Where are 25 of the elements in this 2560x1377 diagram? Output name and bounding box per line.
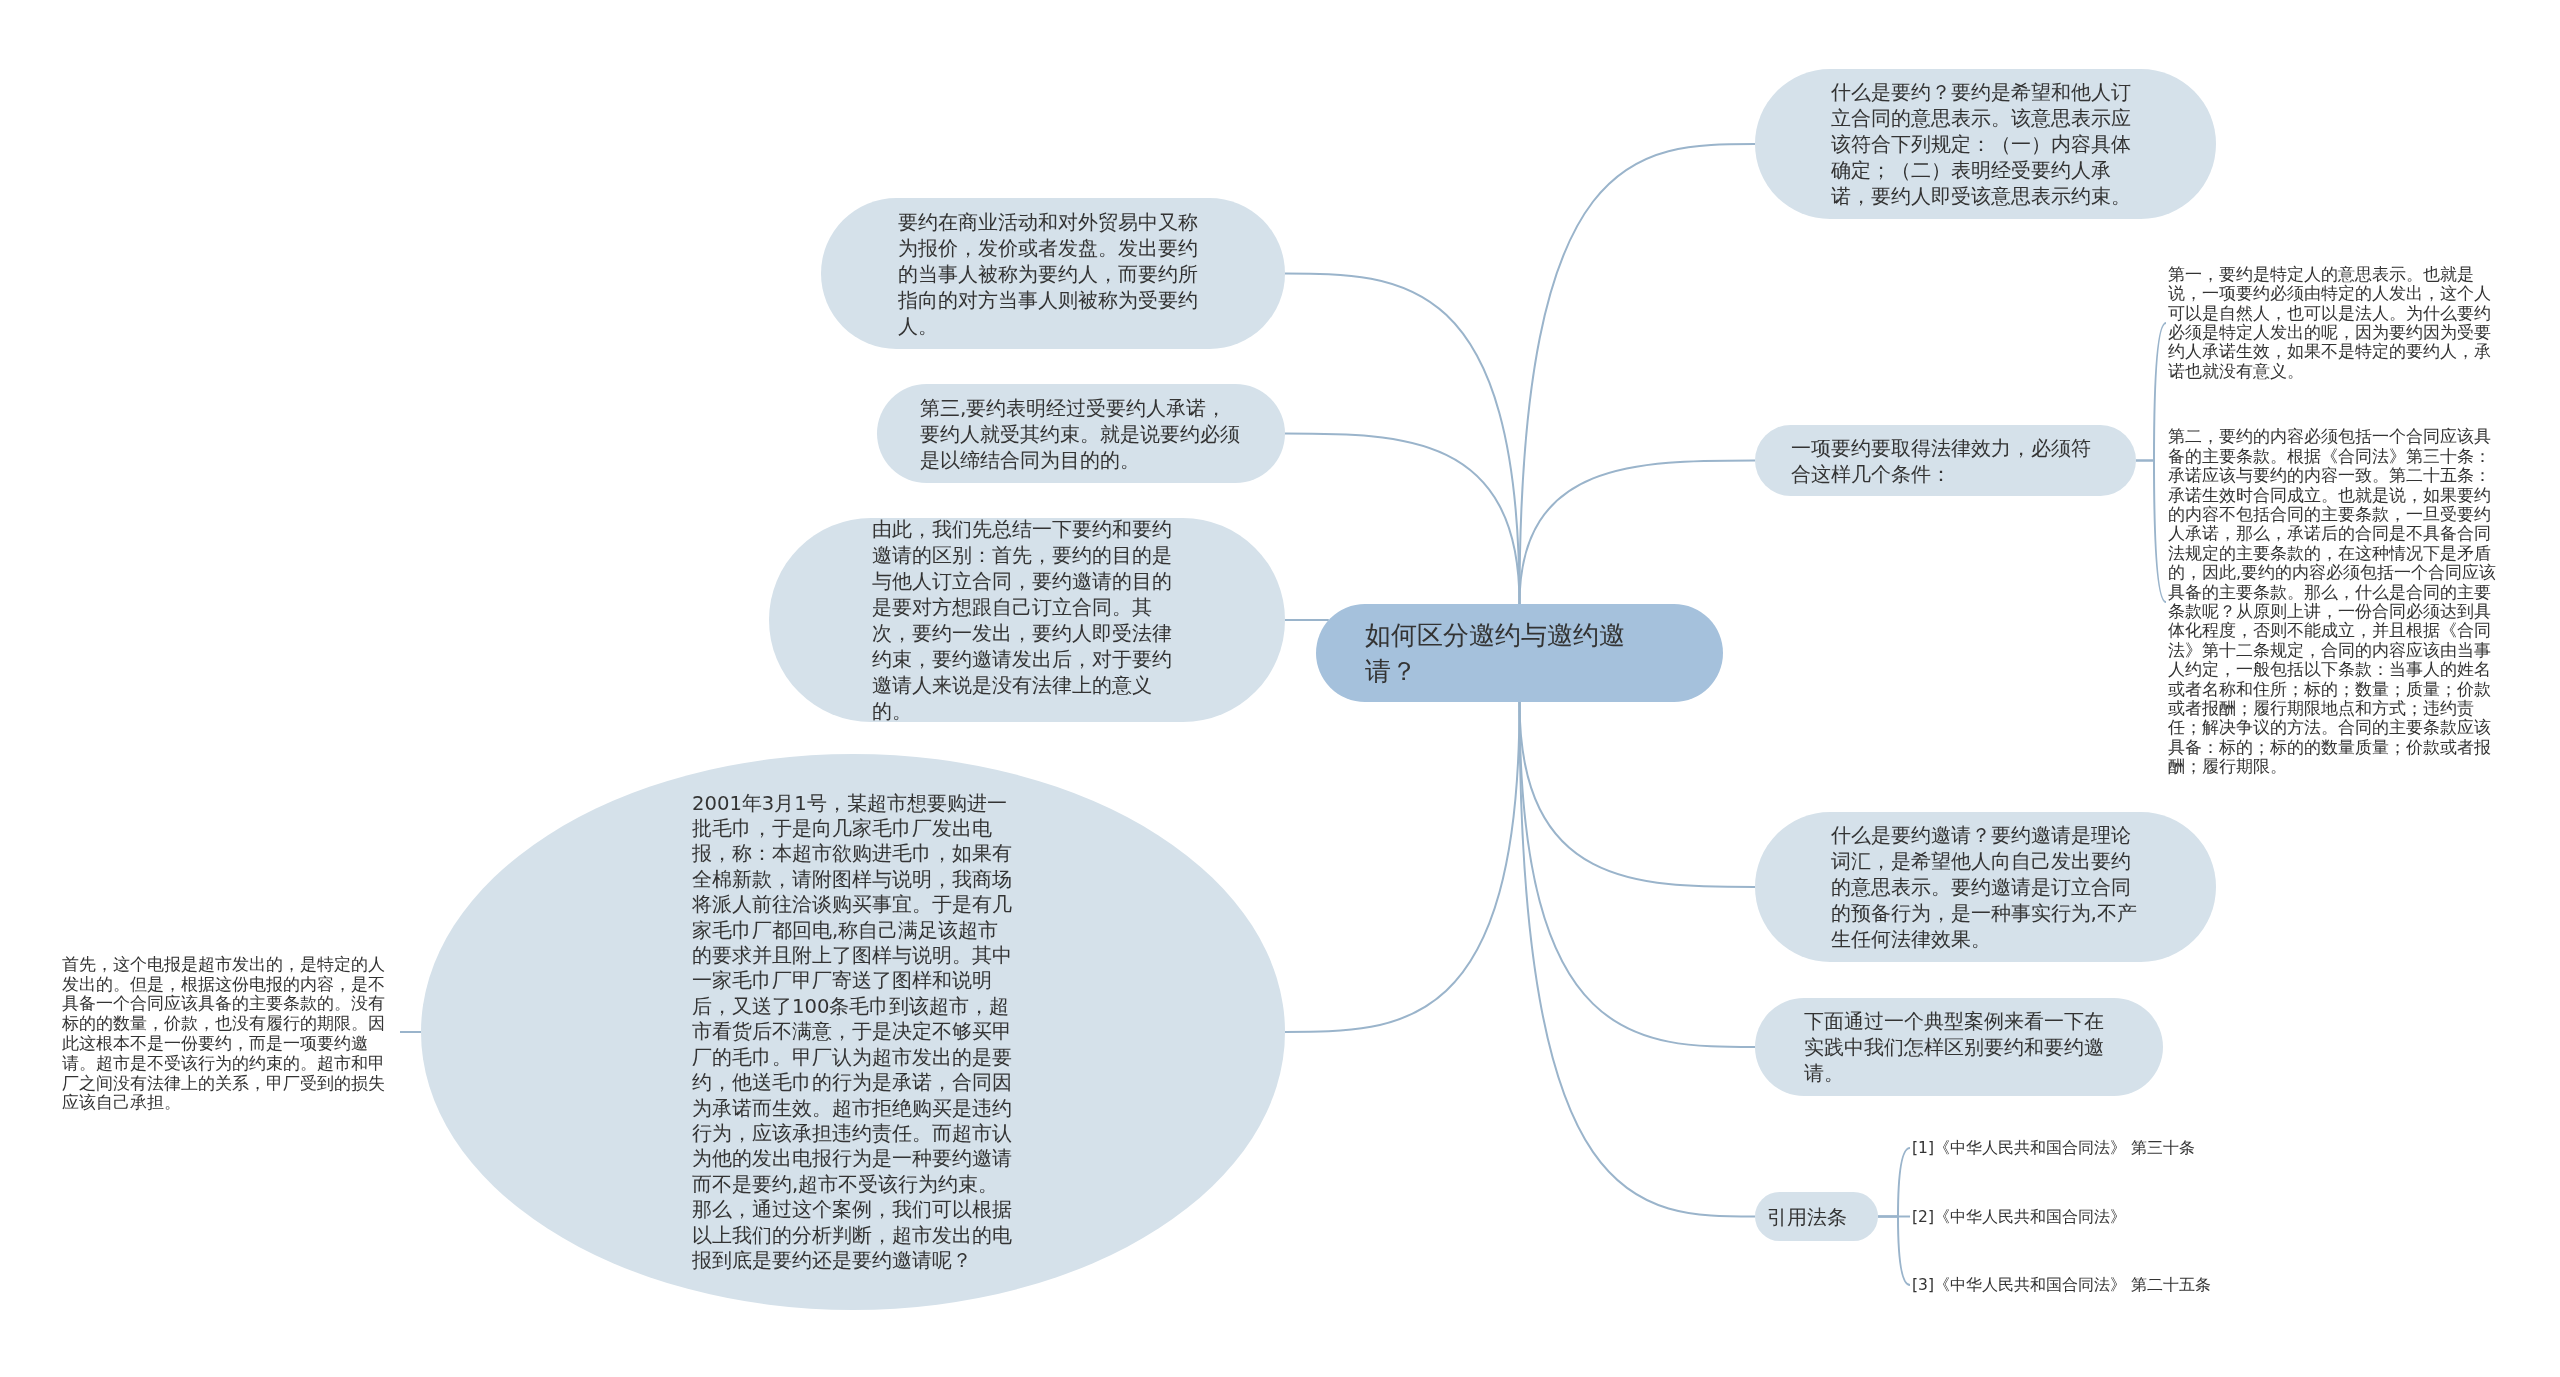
topic-text: 什么是要约？要约是希望和他人订立合同的意思表示。该意思表示应该符合下列规定：（一）内容具体确定；（二）表明经受要约人承诺，要约人即受该意思表示约束。 <box>1830 79 2132 209</box>
reference-text: [2]《中华人民共和国合同法》 <box>1912 1207 2127 1227</box>
topic-text: 由此，我们先总结一下要约和要约邀请的区别：首先，要约的目的是与他人订立合同，要约邀请的目的是要对方想跟自己订立合同。其次，要约一发出，要约人即受法律约束，要约邀请发出后，对于要约邀请人来说是没有法律上的意义的。 <box>872 516 1173 724</box>
topic-bubble <box>1755 1192 1878 1241</box>
reference-text: [1]《中华人民共和国合同法》 第三十条 <box>1912 1138 2196 1158</box>
note-text: 第一，要约是特定人的意思表示。也就是说，一项要约必须由特定的人发出，这个人可以是自然人，也可以是法人。为什么要约必须是特定人发出的呢，因为要约因为受要约人承诺生效，如果不是特定的要约人，承诺也就没有意义。 <box>2168 264 2492 382</box>
note-text: 第二，要约的内容必须包括一个合同应该具备的主要条款。根据《合同法》第三十条：承诺应该与要约的内容一致。第二十五条：承诺生效时合同成立。也就是说，如果要约的内容不包括合同的主要条款，一旦受要约人承诺，那么，承诺后的合同是不具备合同法规定的主要条款的，在这种情况下是矛盾的，因此,要约的内容必须包括一个合同应该具备的主要条款。那么，什么是合同的主要条款呢？从原则上讲，一份合同必须达到具体化程度，否则不能成立，并且根据《合同法》第十二条规定，合同的内容应该由当事人约定，一般包括以下条款：当事人的姓名或者名称和住所；标的；数量；质量；价款或者报酬；履行期限地点和方式；违约责任；解决争议的方法。合同的主要条款应该具备：标的；标的的数量质量；价款或者报酬；履行期限。 <box>2168 427 2498 777</box>
branch-line <box>1518 701 1756 1218</box>
branch-line <box>1284 432 1521 605</box>
reference-text: [3]《中华人民共和国合同法》 第二十五条 <box>1912 1275 2212 1295</box>
branch-line <box>1284 701 1521 1033</box>
branch-line <box>2135 459 2167 603</box>
branch-line <box>1284 619 1330 621</box>
topic-text: 要约在商业活动和对外贸易中又称为报价，发价或者发盘。发出要约的当事人被称为要约人，而要约所指向的对方当事人则被称为受要约人。 <box>898 208 1199 339</box>
topic-text: 2001年3月1号，某超市想要购进一批毛巾，于是向几家毛巾厂发出电报，称：本超市欲购进毛巾，如果有全棉新款，请附图样与说明，我商场将派人前往洽谈购买事宜。于是有几家毛巾厂都回电,称自己满足该超市的要求并且附上了图样与说明。其中一家毛巾厂甲厂寄送了图样和说明后，又送了100条毛巾到该超市，超市看货后不满意，于是决定不够买甲厂的毛巾。甲厂认为超市发出的是要约，他送毛巾的行为是承诺，合同因为承诺而生效。超市拒绝购买是违约行为，应该承担违约责任。而超市认为他的发出电报行为是一种要约邀请而不是要约,超市不受该行为约束。那么，通过这个案例，我们可以根据以上我们的分析判断，超市发出的电报到底是要约还是要约邀请呢？ <box>692 790 1013 1274</box>
topic-text: 第三,要约表明经过受要约人承诺，要约人就受其约束。就是说要约必须是以缔结合同为目的的。 <box>920 394 1241 473</box>
topic-text: 下面通过一个典型案例来看一下在实践中我们怎样区别要约和要约邀请。 <box>1804 1008 2105 1086</box>
note-text: 首先，这个电报是超市发出的，是特定的人发出的。但是，根据这份电报的内容，是不具备一个合同应该具备的主要条款的。没有标的的数量，价款，也没有履行的期限。因此这根本不是一份要约，而是一项要约邀请。超市是不受该行为的约束的。超市和甲厂之间没有法律上的关系，甲厂受到的损失应该自己承担。 <box>62 954 386 1114</box>
topic-text: 一项要约要取得法律效力，必须符合这样几个条件： <box>1790 434 2092 487</box>
branch-line <box>399 1031 422 1033</box>
branch-line <box>1877 1215 1911 1286</box>
topic-text: 引用法条 <box>1766 1203 1848 1230</box>
branch-line <box>1518 459 1756 605</box>
topic-text: 如何区分邀约与邀约邀请？ <box>1364 619 1626 688</box>
topic-text: 什么是要约邀请？要约邀请是理论词汇，是希望他人向自己发出要约的意思表示。要约邀请是订立合同的预备行为，是一种事实行为,不产生任何法律效果。 <box>1830 822 2138 952</box>
